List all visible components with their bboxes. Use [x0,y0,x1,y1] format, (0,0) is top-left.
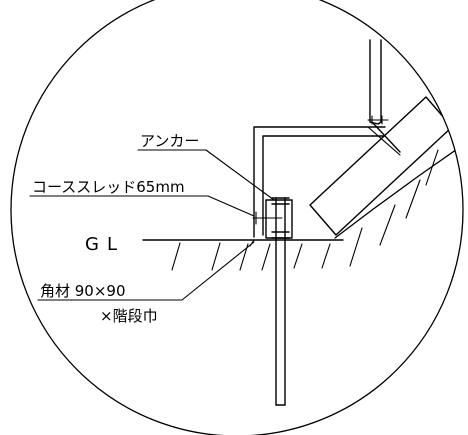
top-screw [367,115,401,156]
label-ground-level: GL [85,234,125,255]
leader-lines [29,149,275,301]
label-coach-screw: コーススレッド65mm [32,178,185,196]
coach-screw [252,211,283,225]
label-timber-size: 角材 90×90 [40,282,126,300]
anchor-bolt [271,197,290,406]
slope-line [334,139,463,239]
ground-hatching [171,149,439,271]
label-timber-width: ×階段巾 [100,307,158,325]
detail-circle [10,0,464,435]
label-anchor: アンカー [140,132,199,150]
frame-profile [253,39,386,238]
